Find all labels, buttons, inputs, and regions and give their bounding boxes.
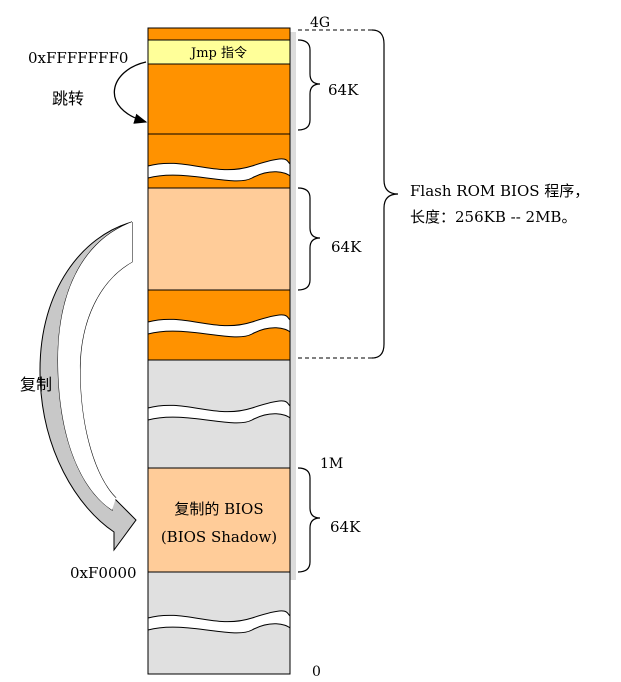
flash-bios-64k-block (147, 187, 291, 291)
brace-flash-range (371, 29, 399, 359)
top-address-label: 0xFFFFFFF0 (28, 49, 128, 67)
break-wave-2 (147, 314, 291, 338)
bios-shadow-block (147, 467, 291, 573)
brace-64k-top (297, 39, 321, 131)
mark-0-label: 0 (312, 664, 321, 680)
jmp-instruction-label: Jmp 指令 (189, 46, 247, 61)
brace-64k-mid (297, 187, 321, 291)
mark-1m-label: 1M (320, 456, 343, 472)
flash-desc-line1: Flash ROM BIOS 程序， (410, 182, 589, 200)
shadow-label-line2: (BIOS Shadow) (161, 528, 277, 546)
shadow-label-line1: 复制的 BIOS (174, 500, 263, 518)
jmp-instruction-block (147, 39, 291, 65)
mark-4g-label: 4G (310, 15, 330, 31)
column-shadow-strip (290, 32, 296, 580)
brace-64k-shadow (297, 467, 321, 573)
break-wave-3 (147, 400, 291, 424)
jump-arrow (113, 61, 148, 124)
copy-arrow-fill (58, 222, 132, 510)
flash-block-upper-gap (147, 133, 291, 189)
size-top-label: 64K (328, 81, 359, 99)
copy-label: 复制 (20, 375, 52, 394)
shadow-address-label: 0xF0000 (70, 564, 137, 582)
flash-desc-line2: 长度：256KB -- 2MB。 (410, 208, 576, 226)
size-shadow-label: 64K (330, 518, 361, 536)
size-mid-label: 64K (331, 238, 362, 256)
break-wave-4 (147, 610, 291, 634)
memory-column (147, 27, 296, 675)
break-wave-1 (147, 158, 291, 182)
jump-label: 跳转 (52, 89, 84, 108)
